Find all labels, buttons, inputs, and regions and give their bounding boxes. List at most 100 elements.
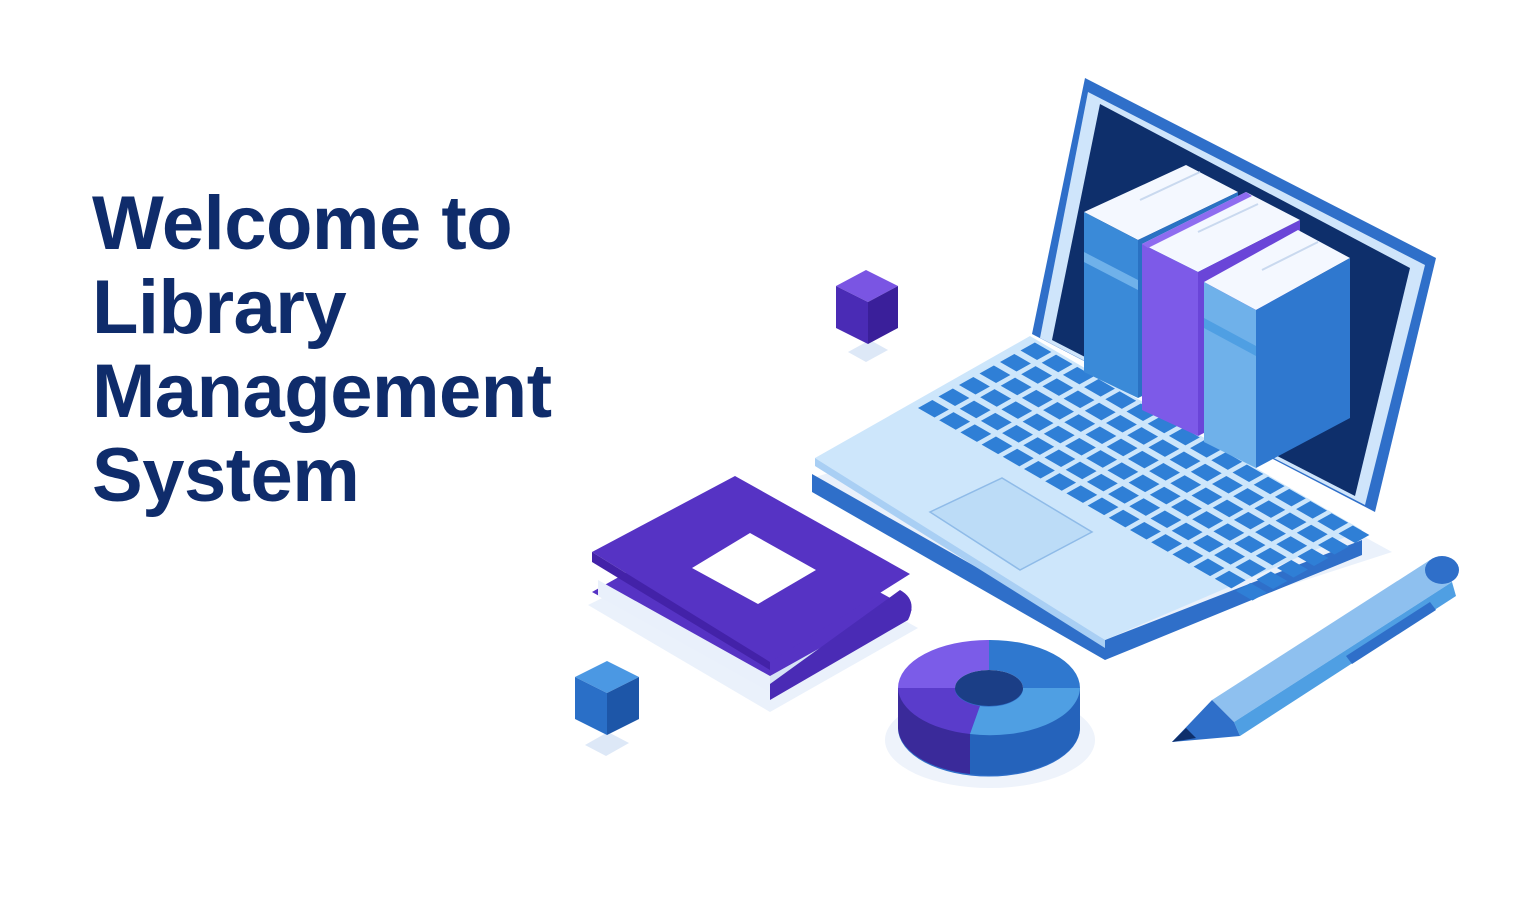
keyboard-key: [1129, 498, 1161, 516]
keyboard-key: [1106, 414, 1137, 433]
keyboard-key: [1107, 462, 1139, 480]
keyboard-key: [1148, 439, 1180, 457]
keyboard-key: [1275, 512, 1307, 531]
keyboard-key: [1149, 486, 1181, 505]
keyboard-key: [1106, 438, 1138, 457]
keyboard-key: [1085, 426, 1117, 445]
keyboard-key: [1338, 525, 1370, 544]
keyboard-key: [1171, 498, 1202, 517]
keyboard-key: [1001, 401, 1033, 419]
keyboard-key: [1045, 473, 1077, 491]
keyboard-key: [1171, 522, 1203, 541]
keyboard-key: [1128, 474, 1160, 493]
keyboard-key: [980, 389, 1012, 407]
keyboard-key: [1002, 425, 1033, 443]
title-line-2: Library: [92, 265, 347, 350]
title-line-3: Management: [92, 349, 552, 434]
keyboard-key: [1296, 501, 1327, 519]
books-icon: [1084, 165, 1350, 468]
keyboard-key: [1255, 524, 1286, 542]
keyboard-key: [979, 365, 1011, 384]
keyboard-key: [939, 412, 971, 430]
keyboard-key: [1192, 511, 1224, 529]
keyboard: [918, 342, 1370, 601]
keyboard-key: [1126, 403, 1158, 422]
keyboard-key: [959, 400, 991, 419]
keyboard-key: [1066, 485, 1098, 503]
keyboard-key: [1233, 511, 1265, 530]
keyboard-key: [1000, 377, 1032, 396]
keyboard-key: [1042, 378, 1074, 396]
keyboard-key: [1043, 402, 1074, 420]
keyboard-key: [981, 436, 1013, 455]
donut-chart-icon: [898, 639, 1080, 777]
keyboard-key: [1127, 450, 1159, 469]
keyboard-key: [1043, 425, 1075, 444]
keyboard-key: [1172, 546, 1204, 564]
keyboard-key: [1022, 413, 1054, 432]
keyboard-key: [1002, 448, 1034, 467]
keyboard-key: [1063, 390, 1095, 409]
pen-icon: [1172, 556, 1459, 742]
keyboard-key: [1232, 464, 1264, 483]
keyboard-key: [1151, 534, 1183, 552]
keyboard-key: [1065, 461, 1097, 480]
keyboard-key: [1064, 414, 1096, 432]
keyboard-key: [1212, 499, 1244, 518]
keyboard-key: [1024, 460, 1055, 479]
keyboard-key: [1212, 475, 1243, 494]
keyboard-key: [1193, 558, 1225, 577]
keyboard-key: [1255, 547, 1287, 566]
keyboard-key: [959, 376, 990, 395]
keyboard-key: [1020, 342, 1052, 361]
keyboard-key: [1084, 379, 1115, 397]
keyboard-key: [1276, 536, 1308, 554]
keyboard-key: [1084, 402, 1116, 421]
keyboard-key: [1235, 559, 1267, 577]
keyboard-key: [1086, 450, 1118, 468]
keyboard-key: [1108, 486, 1139, 504]
keyboard-key: [1190, 440, 1221, 458]
keyboard-key: [1317, 513, 1349, 531]
page-title: Welcome to Library Management System: [92, 182, 652, 518]
keyboard-key: [1086, 473, 1118, 492]
keyboard-key: [1236, 582, 1267, 601]
keyboard-key: [1105, 391, 1137, 409]
keyboard-key: [1021, 366, 1053, 384]
keyboard-key: [1170, 475, 1202, 493]
keyboard-key: [1062, 366, 1094, 385]
keyboard-key: [1296, 524, 1328, 543]
cube-icon: [575, 661, 639, 735]
keyboard-key: [1211, 452, 1243, 470]
keyboard-key: [1214, 570, 1246, 589]
keyboard-key: [1277, 559, 1308, 578]
keyboard-key: [1191, 487, 1223, 506]
keyboard-key: [960, 424, 992, 442]
keyboard-key: [1318, 536, 1349, 555]
keyboard-key: [1213, 523, 1245, 541]
keyboard-key: [980, 412, 1012, 431]
keyboard-key: [1253, 476, 1285, 495]
keyboard-key: [1233, 488, 1265, 506]
keyboard-key: [1023, 437, 1055, 455]
keyboard-key: [1130, 521, 1161, 540]
keyboard-key: [1087, 497, 1119, 516]
keyboard-key: [1297, 548, 1329, 567]
title-line-4: System: [92, 433, 360, 518]
keyboard-key: [1192, 534, 1224, 553]
title-line-1: Welcome to: [92, 181, 513, 266]
keyboard-key: [1254, 500, 1286, 518]
keyboard-key: [1149, 463, 1180, 481]
keyboard-key: [1021, 389, 1053, 408]
keyboard-key: [1190, 463, 1222, 482]
keyboard-key: [1147, 415, 1179, 434]
keyboard-key: [1108, 509, 1140, 528]
keyboard-key: [1044, 449, 1076, 468]
keyboard-key: [1214, 547, 1245, 565]
cube-icon: [836, 270, 898, 344]
keyboard-key: [938, 388, 970, 407]
keyboard-key: [1041, 354, 1073, 373]
keyboard-key: [1256, 571, 1288, 590]
